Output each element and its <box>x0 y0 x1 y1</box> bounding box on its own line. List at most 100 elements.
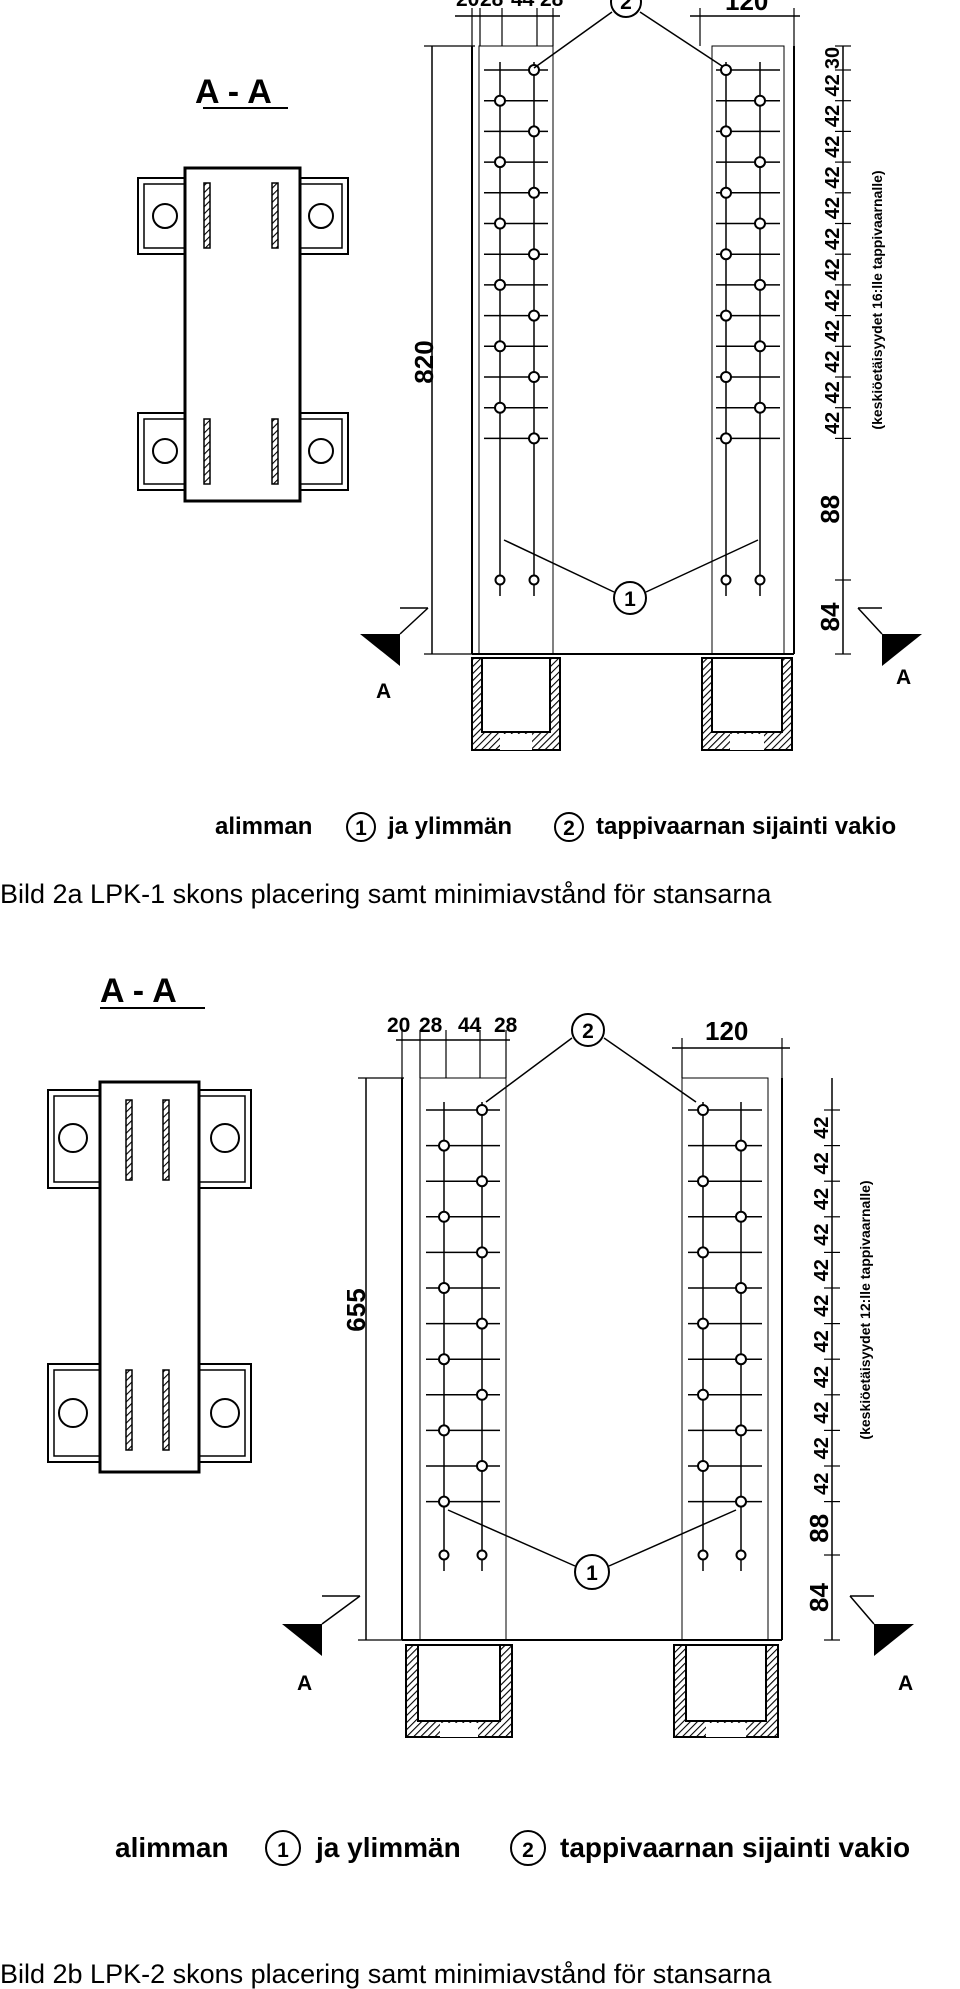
dowel-pin-icon <box>528 371 540 383</box>
pitch-42-label: 42 <box>822 228 844 250</box>
legend-b: alimman 1 ja ylimmän 2 tappivaarnan sija… <box>115 1830 910 1866</box>
legend-word-2: ja ylimmän <box>315 1832 461 1863</box>
pitch-note-b: (keskiöetäisyydet 12:lle tappivaarnalle) <box>857 1180 873 1439</box>
caption-a: Bild 2a LPK-1 skons placering samt minim… <box>0 879 772 909</box>
dowel-pin-icon <box>735 1210 747 1223</box>
bottom-pin-icon <box>476 1549 488 1561</box>
dowel-pin-icon <box>735 1282 747 1294</box>
pitch-42-label: 42 <box>811 1259 833 1281</box>
dowel-pin-icon <box>476 1317 488 1330</box>
dowel-pin-icon <box>697 1388 709 1401</box>
legend-num-1: 1 <box>355 817 367 840</box>
bottom-pin-icon <box>720 574 732 586</box>
pitch-42-label: 42 <box>811 1152 833 1174</box>
dowel-pin-icon <box>720 432 732 445</box>
bolt-hole-icon <box>308 203 334 229</box>
dowel-pin-icon <box>528 125 540 138</box>
callout-1-label: 1 <box>586 1562 598 1585</box>
figure-a: A - A <box>0 0 922 909</box>
pitch-42-label: 42 <box>822 258 844 280</box>
dim-88: 88 <box>815 495 845 524</box>
legend-word-3: tappivaarnan sijainti vakio <box>596 813 896 840</box>
legend-circle-2-icon <box>510 1830 546 1866</box>
top-dimension-chain-b: 20 28 44 28 120 <box>387 1014 790 1078</box>
dowel-pin-icon <box>438 1495 450 1508</box>
dowel-pin-icon <box>438 1210 450 1223</box>
callout-2-icon <box>610 0 642 18</box>
section-label-a: A - A <box>195 73 272 111</box>
dowel-pin-icon <box>476 1246 488 1259</box>
pitch-42-label: 42 <box>811 1366 833 1388</box>
dowel-pin-icon <box>697 1175 709 1188</box>
dowel-pin-icon <box>754 340 766 353</box>
callout-1-label: 1 <box>624 588 636 611</box>
dim-120: 120 <box>705 1016 748 1046</box>
pitch-42-label: 42 <box>811 1117 833 1139</box>
dim-820: 820 <box>409 340 439 383</box>
callouts-a: 2 1 <box>503 0 759 615</box>
dowel-pin-icon <box>476 1104 488 1116</box>
dowel-pin-icon <box>494 94 506 107</box>
dim-20: 20 <box>387 1014 410 1037</box>
bottom-pin-icon <box>697 1549 709 1561</box>
dim-28b: 28 <box>494 1014 518 1037</box>
section-markers-b: A A <box>282 1595 914 1695</box>
pitch-42-label: 42 <box>811 1401 833 1423</box>
pitch-42-label: 42 <box>822 105 844 127</box>
callout-2-icon <box>571 1013 605 1047</box>
bottom-pin-icon <box>438 1549 450 1561</box>
pitch-42-label: 42 <box>811 1437 833 1459</box>
section-marker-left: A <box>376 680 391 703</box>
dim-28: 28 <box>419 1014 443 1037</box>
top-dimension-chain-a: 20 28 44 28 120 <box>455 0 800 46</box>
dowel-pin-icon <box>494 340 506 353</box>
dim-44: 44 <box>511 0 535 11</box>
bottom-pin-icon <box>754 574 766 586</box>
pitch-42-label: 42 <box>811 1295 833 1317</box>
dowel-pin-icon <box>735 1495 747 1508</box>
bottom-pin-icon <box>735 1549 747 1561</box>
pitch-42-label: 42 <box>822 412 844 434</box>
pitch-42-label: 42 <box>822 381 844 403</box>
dim-84: 84 <box>815 602 845 631</box>
legend-circle-2-icon <box>554 812 584 842</box>
dowel-pin-icon <box>494 401 506 414</box>
elevation-a <box>471 45 795 751</box>
bolt-hole-icon <box>152 203 178 229</box>
callout-1-icon <box>574 1554 610 1590</box>
dowel-pin-icon <box>438 1139 450 1152</box>
section-marker-left: A <box>297 1672 312 1695</box>
dim-30: 30 <box>822 47 844 69</box>
bolt-hole-icon <box>58 1398 88 1428</box>
pitch-42-label: 42 <box>811 1473 833 1495</box>
dowel-pin-icon <box>754 217 766 230</box>
dim-28: 28 <box>480 0 504 11</box>
pitch-42-label: 42 <box>822 74 844 96</box>
bolt-hole-icon <box>152 438 178 464</box>
pitch-42-label: 42 <box>822 136 844 158</box>
dowel-pin-icon <box>528 186 540 199</box>
callouts-b: 2 1 <box>447 1013 737 1590</box>
dowel-pin-icon <box>438 1424 450 1437</box>
bottom-pin-icon <box>494 574 506 586</box>
dowel-pin-icon <box>754 94 766 107</box>
legend-word-2: ja ylimmän <box>387 813 512 840</box>
dowel-pin-icon <box>720 125 732 138</box>
legend-circle-1-icon <box>265 1830 301 1866</box>
dowel-pin-icon <box>528 64 540 76</box>
legend-num-2: 2 <box>563 817 575 840</box>
callout-2-label: 2 <box>582 1020 594 1043</box>
dim-655: 655 <box>341 1288 371 1331</box>
dowel-pin-icon <box>494 156 506 169</box>
dim-20: 20 <box>456 0 479 11</box>
legend-a: alimman 1 ja ylimmän 2 tappivaarnan sija… <box>215 812 896 842</box>
dowel-pin-icon <box>735 1139 747 1152</box>
dim-84: 84 <box>804 1583 834 1612</box>
pitch-42-label: 42 <box>822 197 844 219</box>
caption-b: Bild 2b LPK-2 skons placering samt minim… <box>0 1959 772 1989</box>
dowel-pin-icon <box>528 248 540 261</box>
legend-word-3: tappivaarnan sijainti vakio <box>560 1832 910 1863</box>
pitch-42-label: 42 <box>811 1188 833 1210</box>
legend-num-1: 1 <box>277 1839 289 1862</box>
